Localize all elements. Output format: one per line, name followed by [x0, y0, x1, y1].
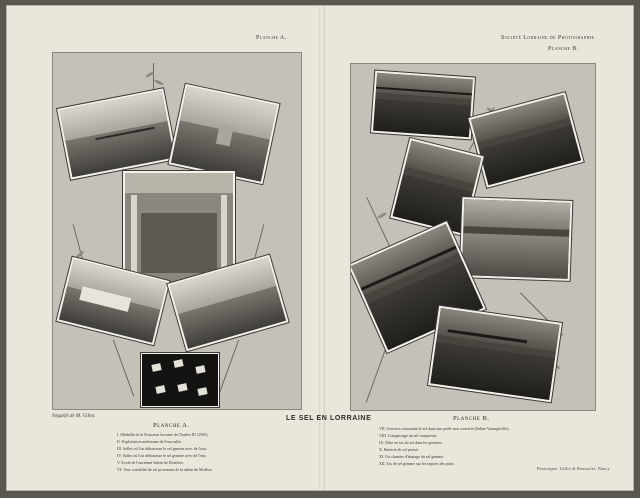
- photo-medal-engraving: [123, 171, 235, 287]
- vine-ornament: [365, 345, 388, 403]
- book-spread: Planche A.: [6, 5, 634, 491]
- legend-item: V. Ecole de l'ancienne Saline de Rosière…: [117, 460, 184, 465]
- legend-item: XII. Tas de sel gemme sur les taquets de…: [379, 461, 455, 466]
- legend-item: X. Batterie de sel pressé.: [379, 447, 419, 452]
- photo-saline-gate: [168, 83, 280, 185]
- legend-item: IV. Salles où l'on débarrasse le sel gem…: [117, 453, 207, 458]
- legend-item: VII. Ouvriers remontant le sel dans une …: [379, 426, 510, 431]
- photo-salt-compacting: [468, 92, 584, 188]
- left-page-header: Planche A.: [256, 35, 287, 41]
- legend-item: III. Salles où l'on débarrasse le sel ge…: [117, 446, 207, 451]
- legend-item: VIII. Compactage du sel compressé.: [379, 433, 438, 438]
- legend-item: XI. Un chantier d'abatage du sel gemme.: [379, 454, 445, 459]
- photo-rock-salt-heap: [428, 305, 562, 403]
- reed-ornament: [112, 339, 135, 397]
- photo-saline-yard: [57, 88, 177, 180]
- plate-a: [52, 52, 302, 410]
- plate-b-legend-title: Planche B.: [453, 415, 490, 422]
- gutter: [319, 6, 325, 490]
- plate-b-legend: VII. Ouvriers remontant le sel dans une …: [379, 425, 509, 467]
- printer-imprint: Phototypie. Gillot & Rousselet, Nancy: [537, 466, 610, 471]
- plate-a-legend: I. Médaille de la Princesse lorraine de …: [117, 431, 212, 473]
- leaf-ornament: [153, 79, 165, 86]
- legend-item: I. Médaille de la Princesse lorraine de …: [117, 432, 209, 437]
- legend-item: VI. Vase cristallisé de sel provenant de…: [117, 467, 213, 472]
- reed-ornament: [217, 339, 240, 397]
- plate-b: [350, 63, 596, 411]
- photo-salt-crystals: [141, 353, 219, 407]
- photo-pressed-salt: [459, 197, 573, 281]
- right-page-society: Société Lorraine de Photographie: [501, 35, 595, 41]
- photo-workers-pan: [370, 70, 476, 140]
- plate-a-legend-title: Planche A.: [153, 422, 190, 429]
- legend-item: IX. Mise en tas du sel dans les greniers…: [379, 440, 443, 445]
- photo-credit: Négatifs de M. Gillot.: [52, 414, 96, 419]
- legend-item: II. Exploitation artésienne de l'eau sal…: [117, 439, 182, 444]
- leaf-ornament: [376, 211, 388, 220]
- center-title: LE SEL EN LORRAINE: [286, 415, 372, 422]
- right-page-plate: Planche B.: [548, 46, 579, 52]
